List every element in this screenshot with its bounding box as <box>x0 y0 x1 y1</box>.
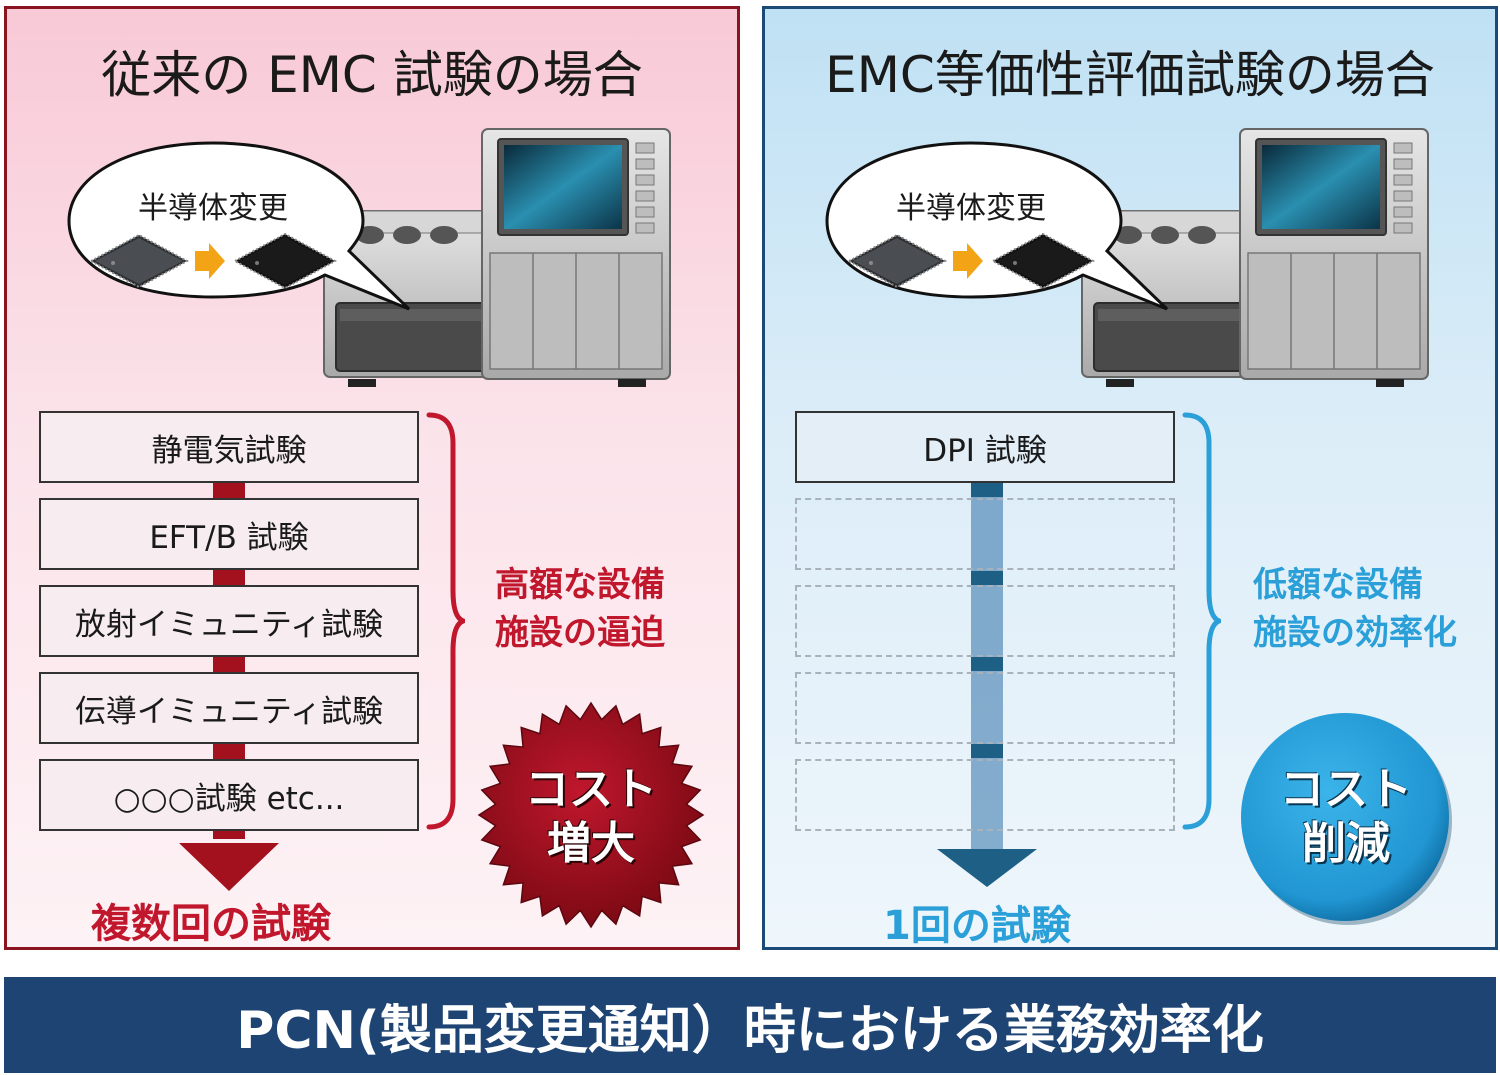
cost-note: 低額な設備 施設の効率化 <box>1253 561 1457 657</box>
badge-line-1: コスト <box>525 764 657 815</box>
panel-title: EMC等価性評価試験の場合 <box>825 46 1435 104</box>
chip-swap-icon <box>846 232 1096 290</box>
emc-equivalence-panel: EMC等価性評価試験の場合 半導体変更 <box>762 6 1498 950</box>
cost-increase-badge: コスト 増大 <box>475 699 707 931</box>
test-box: 放射イミュニティ試験 <box>39 585 419 657</box>
note-line-2: 施設の逼迫 <box>495 613 665 653</box>
empty-test-slot <box>795 672 1175 744</box>
traditional-emc-panel: 従来の EMC 試験の場合 半導体変 <box>4 6 740 950</box>
flow-bar-marker <box>971 483 1003 497</box>
cost-note: 高額な設備 施設の逼迫 <box>495 561 665 657</box>
empty-test-slot <box>795 498 1175 570</box>
flow-bar-marker <box>971 571 1003 585</box>
down-arrow-icon <box>179 843 279 891</box>
empty-test-slot <box>795 585 1175 657</box>
bubble-text: 半導体変更 <box>138 191 288 226</box>
brace-icon <box>426 412 465 830</box>
panel-title: 従来の EMC 試験の場合 <box>101 46 643 104</box>
test-box: DPI 試験 <box>795 411 1175 483</box>
brace-icon <box>1182 412 1221 830</box>
down-arrow-icon <box>937 849 1037 887</box>
empty-test-slot <box>795 759 1175 831</box>
note-line-2: 施設の効率化 <box>1253 613 1457 653</box>
note-line-1: 高額な設備 <box>495 565 665 605</box>
test-box: EFT/B 試験 <box>39 498 419 570</box>
test-box: 静電気試験 <box>39 411 419 483</box>
emc-test-machine-icon <box>323 128 671 387</box>
badge-line-2: 削減 <box>1302 818 1390 869</box>
footer-banner: PCN(製品変更通知）時における業務効率化 <box>4 977 1496 1073</box>
emc-test-machine-icon <box>1081 128 1429 387</box>
multiple-tests-label: 複数回の試験 <box>91 901 331 947</box>
chip-swap-icon <box>88 232 338 290</box>
badge-line-2: 増大 <box>547 818 635 869</box>
single-test-label: 1回の試験 <box>883 903 1071 949</box>
cost-reduction-badge: コスト 削減 <box>1237 709 1455 927</box>
note-line-1: 低額な設備 <box>1253 565 1423 605</box>
flow-bar-marker <box>971 744 1003 758</box>
footer-text: PCN(製品変更通知）時における業務効率化 <box>236 1000 1264 1061</box>
bubble-text: 半導体変更 <box>896 191 1046 226</box>
badge-line-1: コスト <box>1280 764 1412 815</box>
flow-bar-marker <box>971 657 1003 671</box>
test-box: ○○○試験 etc... <box>39 759 419 831</box>
test-box: 伝導イミュニティ試験 <box>39 672 419 744</box>
